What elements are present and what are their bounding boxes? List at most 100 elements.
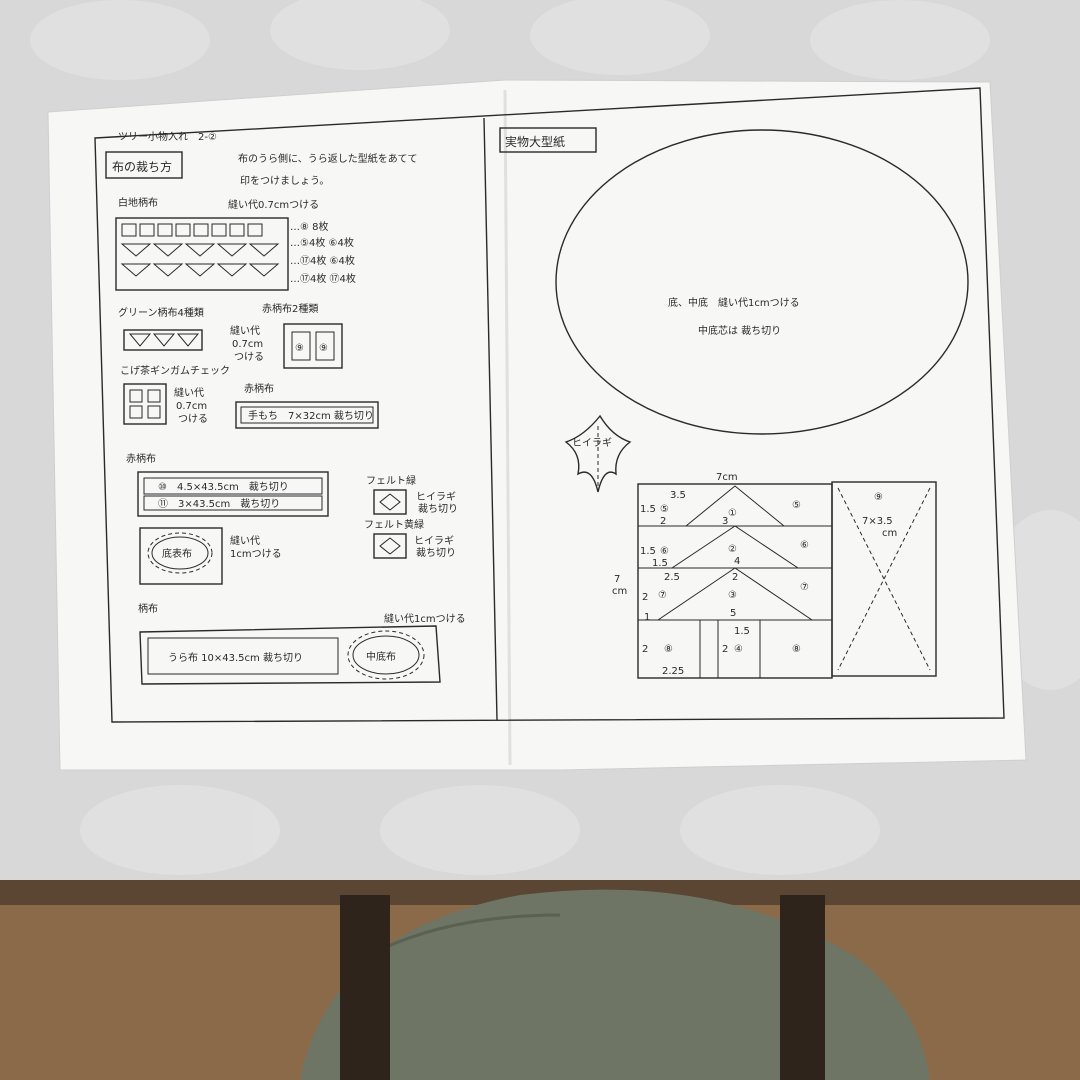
- red-strips-label: 赤柄布: [126, 452, 156, 465]
- green-seam-3: つける: [234, 351, 264, 363]
- white-fabric-count-2: …⑤4枚 ⑥4枚: [290, 236, 354, 249]
- green-seam-2: 0.7cm: [232, 339, 263, 350]
- right-title-box: [499, 127, 597, 153]
- left-note-line2: 印をつけましょう。: [240, 175, 329, 187]
- tree-dim: 3.5: [670, 490, 686, 501]
- tree-dim: 2: [642, 644, 648, 655]
- gingham-seam-3: つける: [178, 413, 208, 425]
- green-fabric-label: グリーン柄布4種類: [118, 306, 204, 319]
- tree-piece: ⑧: [792, 644, 801, 655]
- tree-height-1: 7: [614, 574, 620, 585]
- chair-leg: [340, 895, 390, 1080]
- white-fabric-count-3: …⑰4枚 ⑥4枚: [290, 254, 355, 267]
- felt-green-note-1: ヒイラギ: [416, 491, 456, 503]
- felt-yellow-label: フェルト黄緑: [364, 518, 424, 531]
- tree-dim: 1.5: [640, 504, 656, 515]
- gingham-seam-2: 0.7cm: [176, 401, 207, 412]
- gingham-seam-1: 縫い代: [174, 386, 204, 399]
- mid-bottom-label: 中底布: [366, 650, 396, 663]
- tree-piece: ⑥: [800, 540, 809, 551]
- white-fabric-count-1: …⑧ 8枚: [290, 220, 329, 233]
- red-handle-swatch: [235, 401, 379, 429]
- white-fabric-seam: 縫い代0.7cmつける: [228, 198, 319, 211]
- felt-green-swatch: [373, 489, 407, 515]
- sheet-header: ツリー小物入れ 2-②: [118, 130, 217, 143]
- tree-dim: 5: [730, 608, 736, 619]
- tree-dim: 2.5: [664, 572, 680, 583]
- left-title: 布の裁ち方: [112, 159, 172, 174]
- tree-piece: ⑥: [660, 546, 669, 557]
- tree-piece: ⑤: [792, 500, 801, 511]
- gingham-label: こげ茶ギンガムチェック: [120, 364, 230, 377]
- gingham-swatch: [123, 383, 167, 425]
- tree-dim: 1.5: [734, 626, 750, 637]
- person-knee: [300, 889, 930, 1080]
- felt-yellow-note-1: ヒイラギ: [414, 535, 454, 547]
- felt-green-note-2: 裁ち切り: [418, 502, 458, 515]
- tree-dim: 1: [644, 612, 650, 623]
- red-handle-strip: 手もち 7×32cm 裁ち切り: [248, 409, 374, 422]
- paper-fold: [503, 89, 512, 766]
- tree-dim: 2: [660, 516, 666, 527]
- tree-dim: 3: [722, 516, 728, 527]
- green-seam-1: 縫い代: [230, 324, 260, 337]
- tree-piece: ⑤: [660, 504, 669, 515]
- white-fabric-pieces: [120, 223, 280, 277]
- tree-height-2: cm: [612, 586, 627, 597]
- green-fabric-swatch: [123, 329, 203, 351]
- red-strips-swatch: [137, 471, 329, 517]
- white-fabric-swatch: [115, 217, 289, 291]
- bottom-outer-label: 底表布: [162, 547, 192, 560]
- pattern-fabric-swatch: [139, 625, 441, 685]
- tree-dim: 2: [642, 592, 648, 603]
- felt-yellow-note-2: 裁ち切り: [416, 546, 456, 559]
- oval-note-2: 中底芯は 裁ち切り: [698, 324, 781, 337]
- tree-dim: 2: [722, 644, 728, 655]
- left-note-line1: 布のうら側に、うら返した型紙をあてて: [238, 152, 418, 165]
- tree-dim: 4: [734, 556, 740, 567]
- tree-piece: ⑦: [800, 582, 809, 593]
- drawing-border: [94, 87, 1005, 723]
- bottom-outer-swatch: [139, 527, 223, 585]
- left-title-box: [105, 151, 183, 179]
- right-title: 実物大型紙: [505, 134, 565, 149]
- white-fabric-label: 白地柄布: [118, 196, 158, 209]
- side-panel: [831, 481, 937, 677]
- tree-piece: ②: [728, 544, 737, 555]
- red2-piece-b: ⑨: [319, 343, 328, 354]
- tree-piece: ⑨: [874, 492, 883, 503]
- holly-label: ヒイラギ: [572, 437, 612, 449]
- tree-dim: 1.5: [652, 558, 668, 569]
- pattern-fabric-label: 柄布: [138, 602, 158, 615]
- tablecloth-pattern: [30, 0, 1080, 875]
- pattern-fabric-seam: 縫い代1cmつける: [384, 612, 466, 625]
- tree-piece: ④: [734, 644, 743, 655]
- chair-leg: [780, 895, 825, 1080]
- felt-green-label: フェルト緑: [366, 474, 416, 487]
- center-divider: [483, 117, 498, 721]
- oval-pattern: [555, 129, 969, 435]
- tree-piece: ⑦: [658, 590, 667, 601]
- tree-piece: ①: [728, 508, 737, 519]
- tree-pattern: [637, 481, 937, 679]
- bottom-outer-seam-1: 縫い代: [230, 534, 260, 547]
- red2-piece-a: ⑨: [295, 343, 304, 354]
- tree-width: 7cm: [716, 472, 738, 483]
- red2-label: 赤柄布2種類: [262, 302, 318, 315]
- red2-swatch: [283, 323, 343, 369]
- side-panel-size: 7×3.5: [862, 516, 893, 527]
- paper-sheet: [47, 79, 1027, 771]
- white-fabric-count-4: …⑰4枚 ⑰4枚: [290, 272, 356, 285]
- side-panel-unit: cm: [882, 528, 897, 539]
- tree-dim: 2: [732, 572, 738, 583]
- tree-piece: ③: [728, 590, 737, 601]
- tree-dim: 1.5: [640, 546, 656, 557]
- red-strip-2: ⑪ 3×43.5cm 裁ち切り: [158, 497, 280, 510]
- pattern-fabric-strip: うら布 10×43.5cm 裁ち切り: [168, 651, 303, 664]
- tree-piece: ⑧: [664, 644, 673, 655]
- red-handle-label: 赤柄布: [244, 382, 274, 395]
- bottom-outer-seam-2: 1cmつける: [230, 548, 282, 560]
- felt-yellow-swatch: [373, 533, 407, 559]
- oval-note-1: 底、中底 縫い代1cmつける: [668, 296, 800, 309]
